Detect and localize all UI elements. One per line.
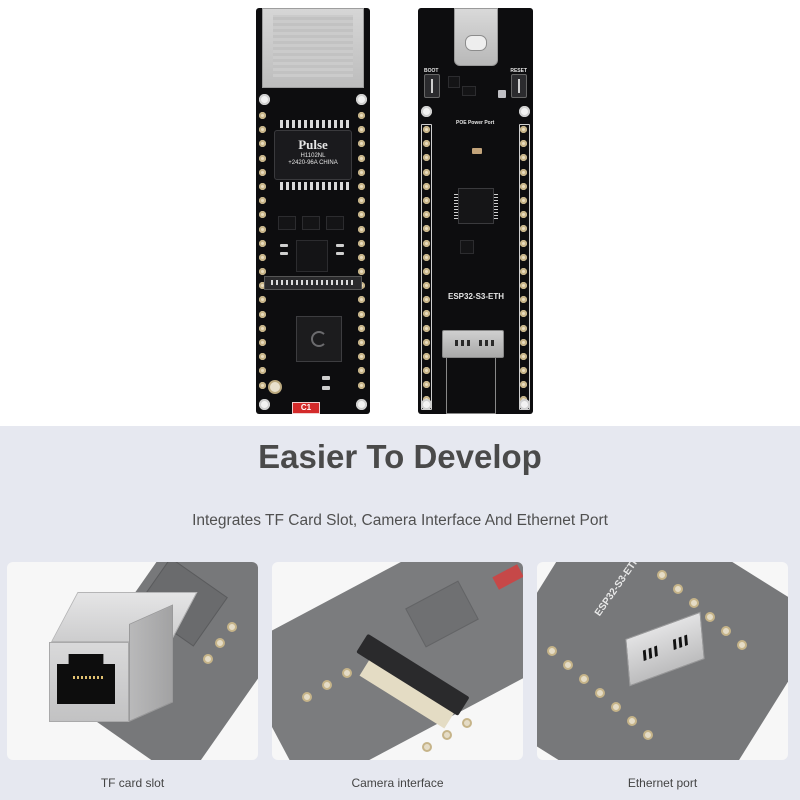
- smd-component: [322, 386, 330, 390]
- qfp-chip: [454, 188, 498, 224]
- mount-hole: [259, 94, 270, 105]
- pin-pad: [547, 646, 557, 656]
- ethernet-phy-chip: [296, 240, 328, 272]
- pin-pad: [611, 702, 621, 712]
- section-subtitle: Integrates TF Card Slot, Camera Interfac…: [192, 512, 608, 529]
- tf-card-slot: [442, 330, 504, 358]
- transformer-part: H1102NL: [300, 153, 326, 159]
- regulator-ic: [278, 216, 296, 230]
- boot-button: [424, 74, 440, 98]
- section-title: Easier To Develop: [258, 438, 542, 475]
- pin-header-left: [259, 112, 269, 389]
- pulse-transformer-chip: Pulse H1102NL +2420-96A CHINA: [274, 130, 352, 180]
- reset-button: [511, 74, 527, 98]
- usb-c-port: [454, 8, 498, 66]
- smd-component: [280, 244, 288, 247]
- pin-pad: [689, 598, 699, 608]
- esp32-s3-chip: [296, 316, 342, 362]
- feature-card-tf-image: ESP32-S3-ETH: [537, 562, 788, 760]
- transformer-brand: Pulse: [298, 137, 328, 152]
- feature-label: Ethernet port: [627, 776, 698, 790]
- pin-header-right: [520, 126, 530, 403]
- transformer-code: +2420-96A CHINA: [288, 160, 338, 166]
- mount-hole: [356, 399, 367, 410]
- smd-component: [322, 376, 330, 380]
- mount-hole: [356, 94, 367, 105]
- crystal: [472, 148, 482, 154]
- pin-pad: [442, 730, 452, 740]
- pin-pad: [657, 570, 667, 580]
- regulator-ic: [302, 216, 320, 230]
- pin-pad: [595, 688, 605, 698]
- rgb-led: [498, 90, 506, 98]
- tf-card-outline: [446, 358, 496, 414]
- pin-pad: [721, 626, 731, 636]
- board-front-view: Pulse H1102NL +2420-96A CHINA C1: [256, 8, 370, 414]
- pin-pad: [302, 692, 312, 702]
- transformer-pins-top: [280, 120, 349, 128]
- mount-hole: [421, 399, 432, 410]
- smd-component: [336, 252, 344, 255]
- pin-pad: [342, 668, 352, 678]
- rj45-jack-side: [129, 604, 173, 722]
- feature-label: TF card slot: [100, 776, 165, 790]
- feature-card-ethernet-image: [7, 562, 258, 760]
- board-name-silkscreen: ESP32-S3-ETH: [448, 292, 505, 301]
- pin-header-right: [358, 112, 368, 389]
- smd-ic: [448, 76, 460, 88]
- camera-fpc-connector: [264, 276, 362, 290]
- mount-hole: [421, 106, 432, 117]
- pin-pad: [422, 742, 432, 752]
- pin-pad: [673, 584, 683, 594]
- pin-pad: [705, 612, 715, 622]
- ceramic-antenna: C1: [292, 402, 320, 414]
- pin-pad: [563, 660, 573, 670]
- smd-component: [280, 252, 288, 255]
- mount-hole: [519, 106, 530, 117]
- boot-label: BOOT: [424, 68, 439, 74]
- feature-card-camera-image: [272, 562, 523, 760]
- pin-pad: [203, 654, 213, 664]
- mount-hole: [259, 399, 270, 410]
- mount-hole: [519, 399, 530, 410]
- pin-pad: [579, 674, 589, 684]
- pin-pad: [215, 638, 225, 648]
- rj45-jack: [262, 8, 364, 88]
- ldo-regulator: [462, 86, 476, 96]
- pin-header-left: [423, 126, 433, 403]
- smd-component: [336, 244, 344, 247]
- espressif-logo-icon: [311, 331, 327, 347]
- product-hero-image: Pulse H1102NL +2420-96A CHINA C1 BOOT: [256, 8, 533, 414]
- board-back-view: BOOT RESET POE Power Port ESP32-S3-ETH: [418, 8, 533, 414]
- pin-pad: [462, 718, 472, 728]
- antenna-connector: [268, 380, 282, 394]
- pin-pad: [627, 716, 637, 726]
- pin-pad: [322, 680, 332, 690]
- transformer-pins-bottom: [280, 182, 349, 190]
- regulator-ic: [326, 216, 344, 230]
- pin-pad: [643, 730, 653, 740]
- pin-pad: [227, 622, 237, 632]
- reset-label: RESET: [510, 68, 527, 74]
- pin-pad: [737, 640, 747, 650]
- features-section: Easier To Develop Integrates TF Card Slo…: [0, 426, 800, 800]
- crystal-oscillator: [460, 240, 474, 254]
- feature-label: Camera interface: [351, 776, 444, 790]
- poe-power-port-label: POE Power Port: [456, 120, 495, 126]
